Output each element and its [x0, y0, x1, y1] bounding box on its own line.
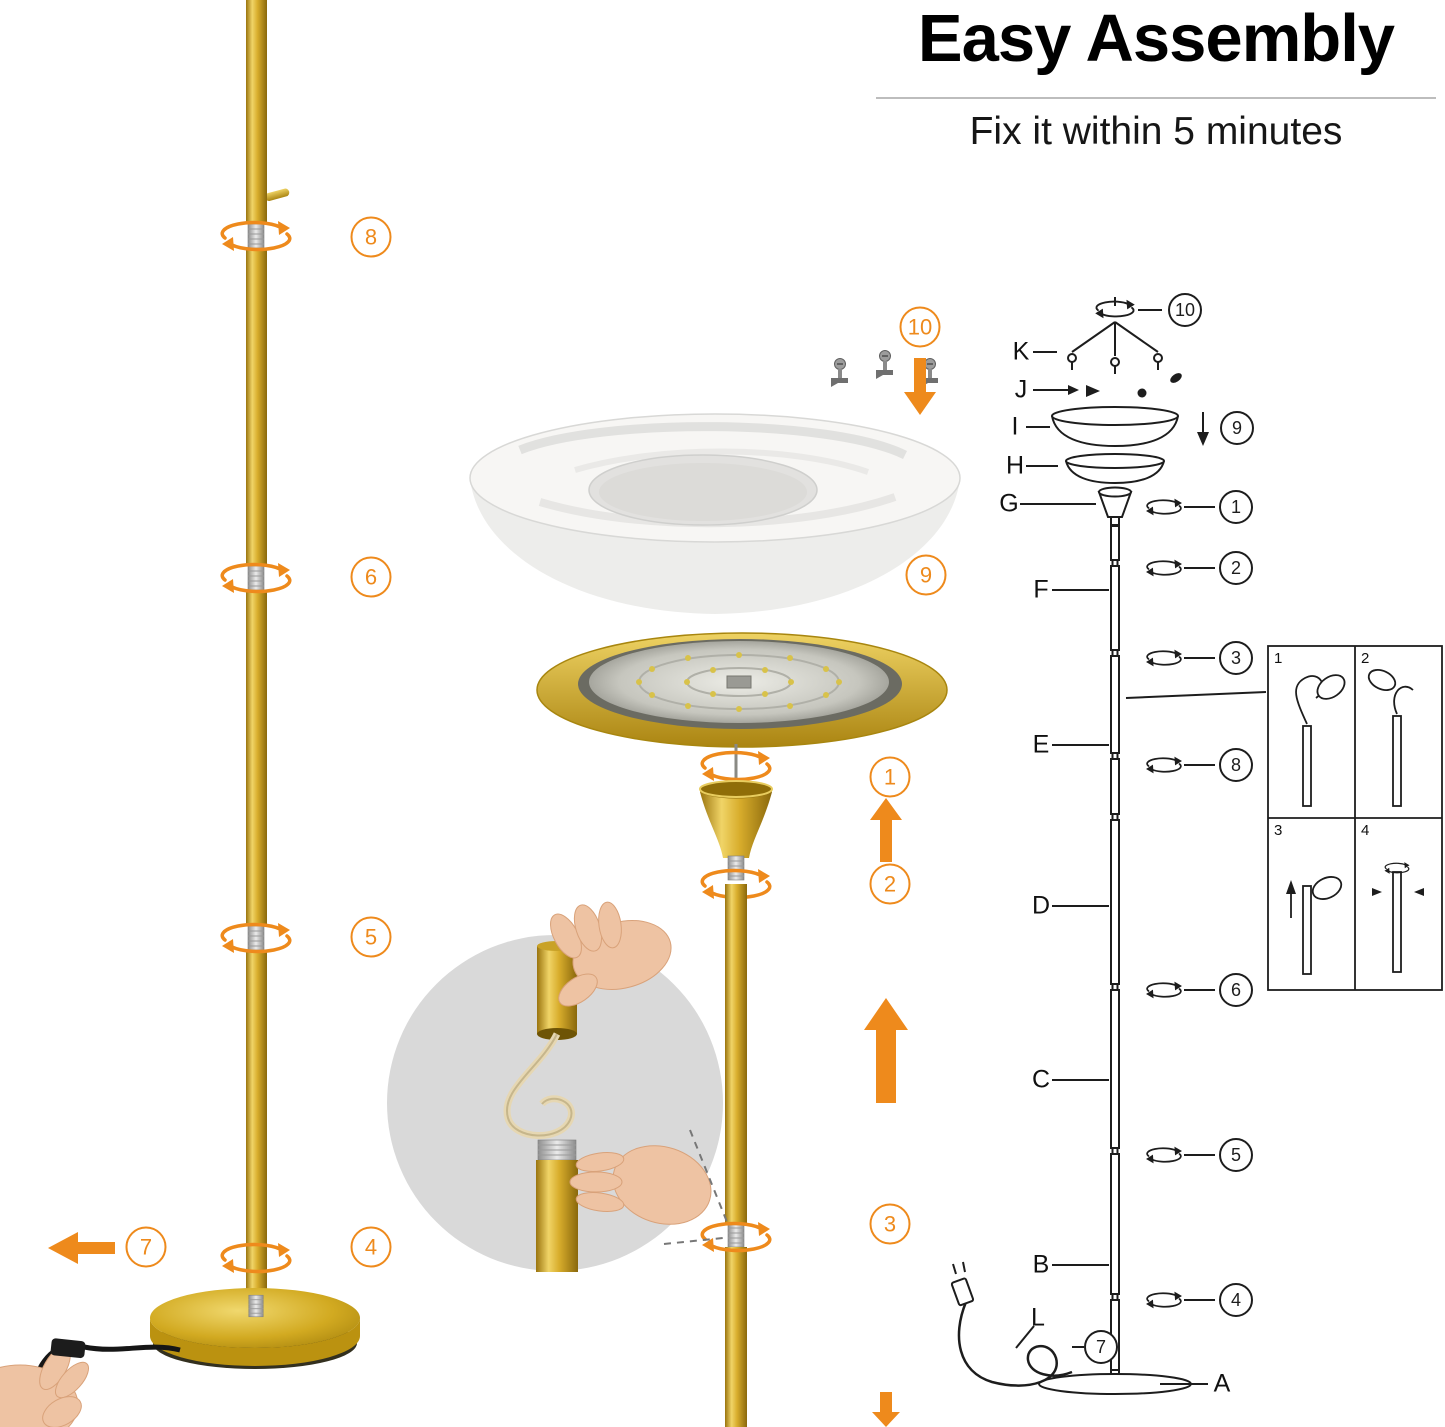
step-callout-7: 7	[125, 1226, 167, 1268]
switch-knob	[264, 188, 290, 201]
diagram-callout-7: 7	[1084, 1330, 1118, 1364]
pointer-dashes	[663, 1129, 728, 1245]
page-title: Easy Assembly	[917, 1, 1395, 76]
diagram-callout-1: 1	[1219, 490, 1253, 524]
zoom-detail	[387, 901, 723, 1272]
diagram-callout-5: 5	[1219, 1138, 1253, 1172]
power-plug	[50, 1338, 86, 1359]
screw-glyphs	[1067, 353, 1163, 374]
part-label-E: E	[1032, 730, 1050, 759]
part-label-I: I	[1011, 412, 1019, 441]
inset-panel-2-label: 2	[1361, 650, 1370, 667]
hand-plugging-cord	[0, 1338, 181, 1427]
diagram-callout-2: 2	[1219, 551, 1253, 585]
part-label-L: L	[1031, 1303, 1045, 1332]
page-subtitle: Fix it within 5 minutes	[969, 110, 1343, 153]
part-label-K: K	[1012, 337, 1030, 366]
part-label-A: A	[1213, 1369, 1231, 1398]
right-exploded-diagram	[950, 297, 1267, 1395]
middle-exploded-lamp	[387, 350, 961, 1427]
diagram-callout-10: 10	[1168, 293, 1202, 327]
down-arrow	[904, 358, 936, 415]
step-callout-5: 5	[350, 916, 392, 958]
step-callout-3: 3	[869, 1203, 911, 1245]
up-arrow-small	[870, 798, 902, 862]
inset-panel-3-label: 3	[1274, 822, 1283, 839]
part-label-J: J	[1014, 375, 1028, 404]
part-label-H: H	[1005, 451, 1025, 480]
left-arrow	[48, 1232, 115, 1264]
diagram-callout-3: 3	[1219, 641, 1253, 675]
part-label-D: D	[1031, 891, 1051, 920]
step-callout-1: 1	[869, 756, 911, 798]
glass-shade	[469, 413, 961, 614]
step-callout-6: 6	[350, 556, 392, 598]
up-arrow-large	[864, 998, 908, 1103]
inset-panel-4-label: 4	[1361, 822, 1370, 839]
lower-hand	[569, 1145, 712, 1225]
diagram-callout-6: 6	[1219, 973, 1253, 1007]
diagram-callout-9: 9	[1220, 411, 1254, 445]
step-callout-2: 2	[869, 863, 911, 905]
inset-panel-1-label: 1	[1274, 650, 1283, 667]
lamp-base	[150, 1288, 360, 1369]
left-lamp-pole	[0, 0, 360, 1427]
led-dots	[636, 652, 842, 712]
part-label-F: F	[1033, 575, 1049, 604]
upper-hand	[550, 901, 672, 1007]
part-label-B: B	[1032, 1250, 1050, 1279]
step-callout-10: 10	[899, 306, 941, 348]
step-callout-9: 9	[905, 554, 947, 596]
cone-holder	[699, 780, 773, 858]
step-callout-8: 8	[350, 216, 392, 258]
pole-segments	[1110, 525, 1120, 1371]
step-callout-4: 4	[350, 1226, 392, 1268]
part-label-G: G	[999, 489, 1019, 518]
bottom-arrow	[872, 1392, 900, 1427]
title-divider	[876, 97, 1436, 99]
led-plate	[536, 632, 948, 748]
inset-detail-box	[1267, 645, 1443, 991]
part-label-C: C	[1031, 1065, 1051, 1094]
diagram-callout-8: 8	[1219, 748, 1253, 782]
diagram-callout-4: 4	[1219, 1283, 1253, 1317]
